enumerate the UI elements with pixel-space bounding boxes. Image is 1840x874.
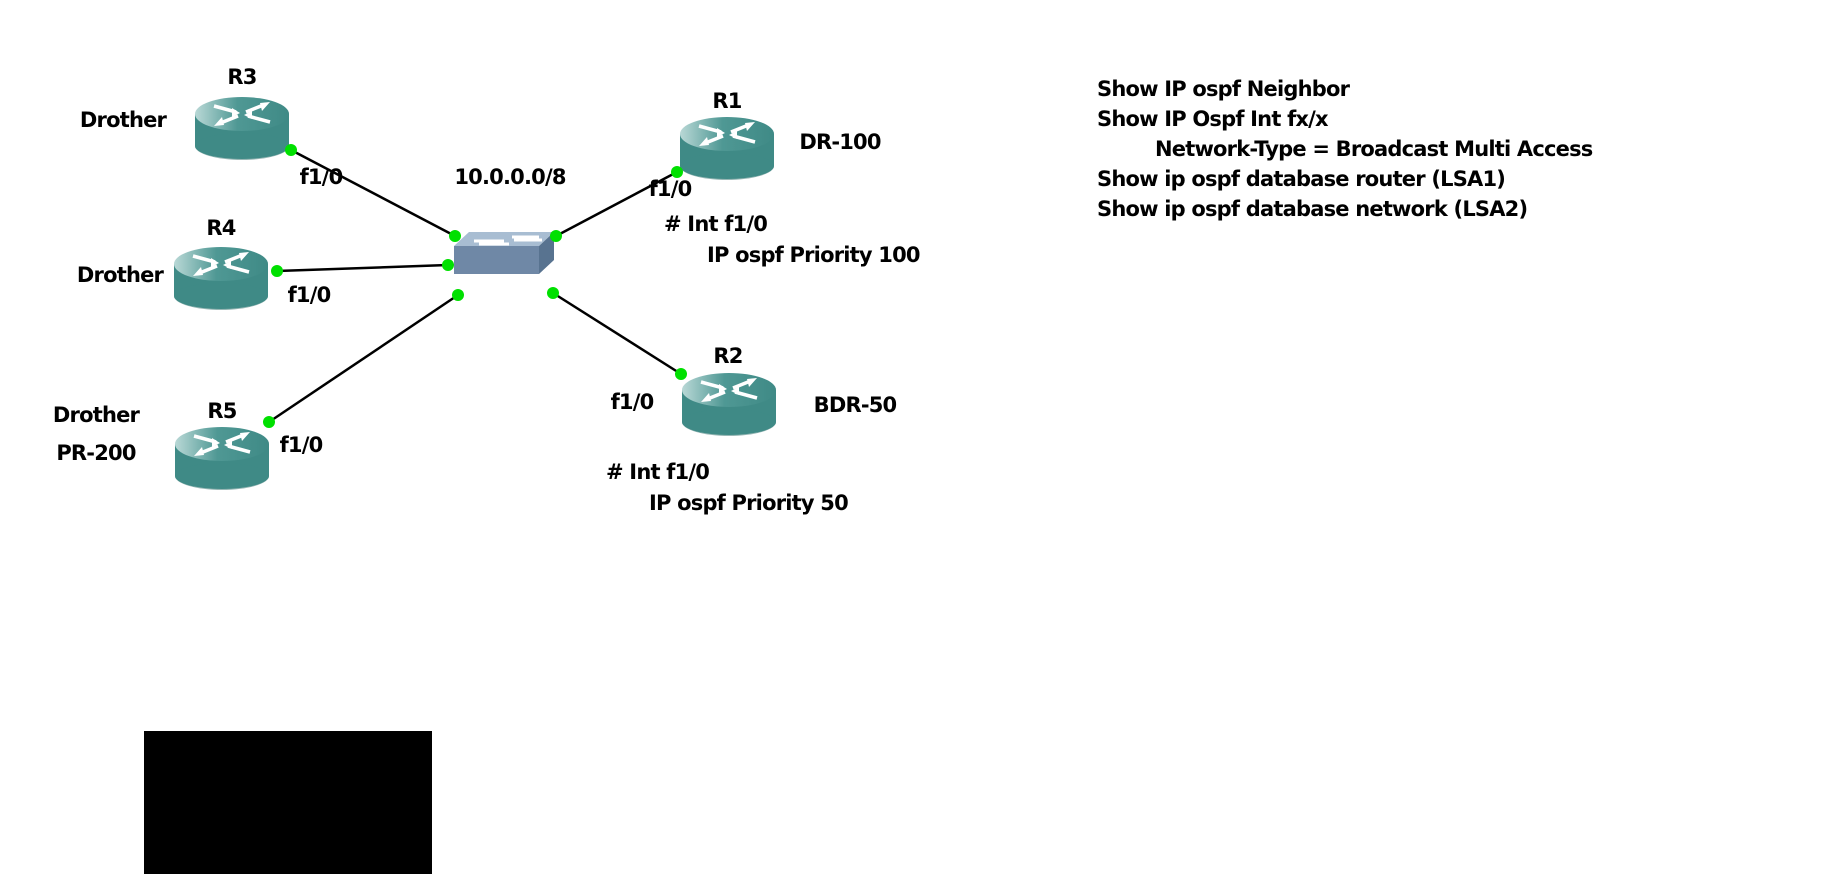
router-r2-name: R2 xyxy=(713,344,742,368)
notes-panel: Show IP ospf Neighbor Show IP Ospf Int f… xyxy=(1097,74,1593,224)
router-r1-role: DR-100 xyxy=(799,130,881,154)
link-r5-switch[interactable] xyxy=(268,293,459,424)
port-dot xyxy=(449,230,461,242)
router-r1-icon[interactable] xyxy=(678,115,776,182)
router-r4-port: f1/0 xyxy=(288,283,331,307)
router-r3-role: Drother xyxy=(80,108,168,132)
router-r2-role: BDR-50 xyxy=(814,393,897,417)
router-r2-icon[interactable] xyxy=(680,371,778,438)
router-r1-cmd-priority: IP ospf Priority 100 xyxy=(707,243,920,267)
router-r2-port: f1/0 xyxy=(611,390,654,414)
router-r4-role: Drother xyxy=(77,263,165,287)
router-r5-name: R5 xyxy=(207,399,236,423)
link-r4-switch[interactable] xyxy=(276,263,449,273)
port-dot xyxy=(452,289,464,301)
port-dot xyxy=(263,416,275,428)
port-dot xyxy=(547,287,559,299)
note-line: Show ip ospf database router (LSA1) xyxy=(1097,167,1506,191)
router-r3-icon[interactable] xyxy=(193,95,291,162)
links xyxy=(268,148,682,424)
router-r3-name: R3 xyxy=(227,65,256,89)
note-line: Show IP Ospf Int fx/x xyxy=(1097,107,1329,131)
switch-icon[interactable] xyxy=(454,232,554,274)
router-r5-icon[interactable] xyxy=(173,425,271,492)
router-r1-port: f1/0 xyxy=(649,177,692,201)
link-r2-switch[interactable] xyxy=(552,291,682,376)
link-r1-switch[interactable] xyxy=(555,170,678,238)
router-r1-cmd-interface: # Int f1/0 xyxy=(664,212,767,236)
port-dot xyxy=(675,368,687,380)
port-dot xyxy=(671,166,683,178)
port-dots xyxy=(263,144,687,428)
network-label: 10.0.0.0/8 xyxy=(454,165,565,189)
router-r2-cmd-priority: IP ospf Priority 50 xyxy=(649,491,848,515)
router-r5-port: f1/0 xyxy=(280,433,323,457)
port-dot xyxy=(285,144,297,156)
router-r4-icon[interactable] xyxy=(172,245,270,312)
router-r1-name: R1 xyxy=(712,89,741,113)
note-line: Show ip ospf database network (LSA2) xyxy=(1097,197,1528,221)
black-box xyxy=(144,731,432,874)
note-line: Network-Type = Broadcast Multi Access xyxy=(1155,137,1593,161)
router-r2-cmd-interface: # Int f1/0 xyxy=(606,460,709,484)
port-dot xyxy=(442,259,454,271)
port-dot xyxy=(271,265,283,277)
router-r5-role: Drother xyxy=(53,403,141,427)
note-line: Show IP ospf Neighbor xyxy=(1097,77,1350,101)
router-r3-port: f1/0 xyxy=(300,165,343,189)
router-r5-priority: PR-200 xyxy=(56,441,136,465)
port-dot xyxy=(550,230,562,242)
link-r3-switch[interactable] xyxy=(290,148,456,238)
router-r4-name: R4 xyxy=(206,216,235,240)
